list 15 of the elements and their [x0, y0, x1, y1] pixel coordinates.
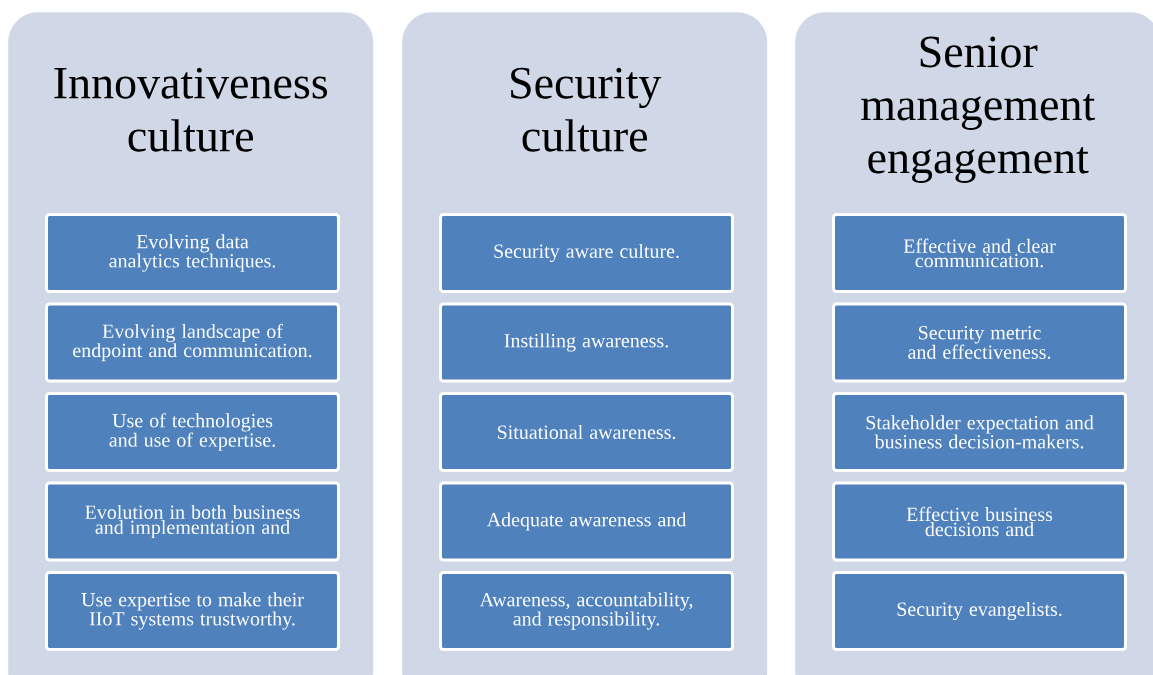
- text-box: Stakeholder expectation and business decision-makers.: [832, 392, 1127, 472]
- text-box: Instilling awareness.: [439, 302, 734, 383]
- text-box: Evolution in both business and implementation and: [45, 481, 340, 562]
- text-box: Situational awareness.: [439, 392, 734, 472]
- text-box: Evolving landscape of endpoint and communication.: [45, 302, 340, 383]
- text-box: Security evangelists.: [832, 571, 1127, 651]
- text-box: Use expertise to make their IIoT systems trustworthy.: [45, 571, 340, 651]
- text-box: Awareness, accountability, and responsibility.: [439, 571, 734, 651]
- text-box: Security metric and effectiveness.: [832, 302, 1127, 383]
- text-box: Adequate awareness and: [439, 481, 734, 562]
- text-box: Effective business decisions and: [832, 481, 1127, 562]
- text-box: Evolving data analytics techniques.: [45, 213, 340, 293]
- text-box: Security aware culture.: [439, 213, 734, 293]
- text-box: Use of technologies and use of expertise.: [45, 392, 340, 472]
- text-box: Effective and clear communication.: [832, 213, 1127, 293]
